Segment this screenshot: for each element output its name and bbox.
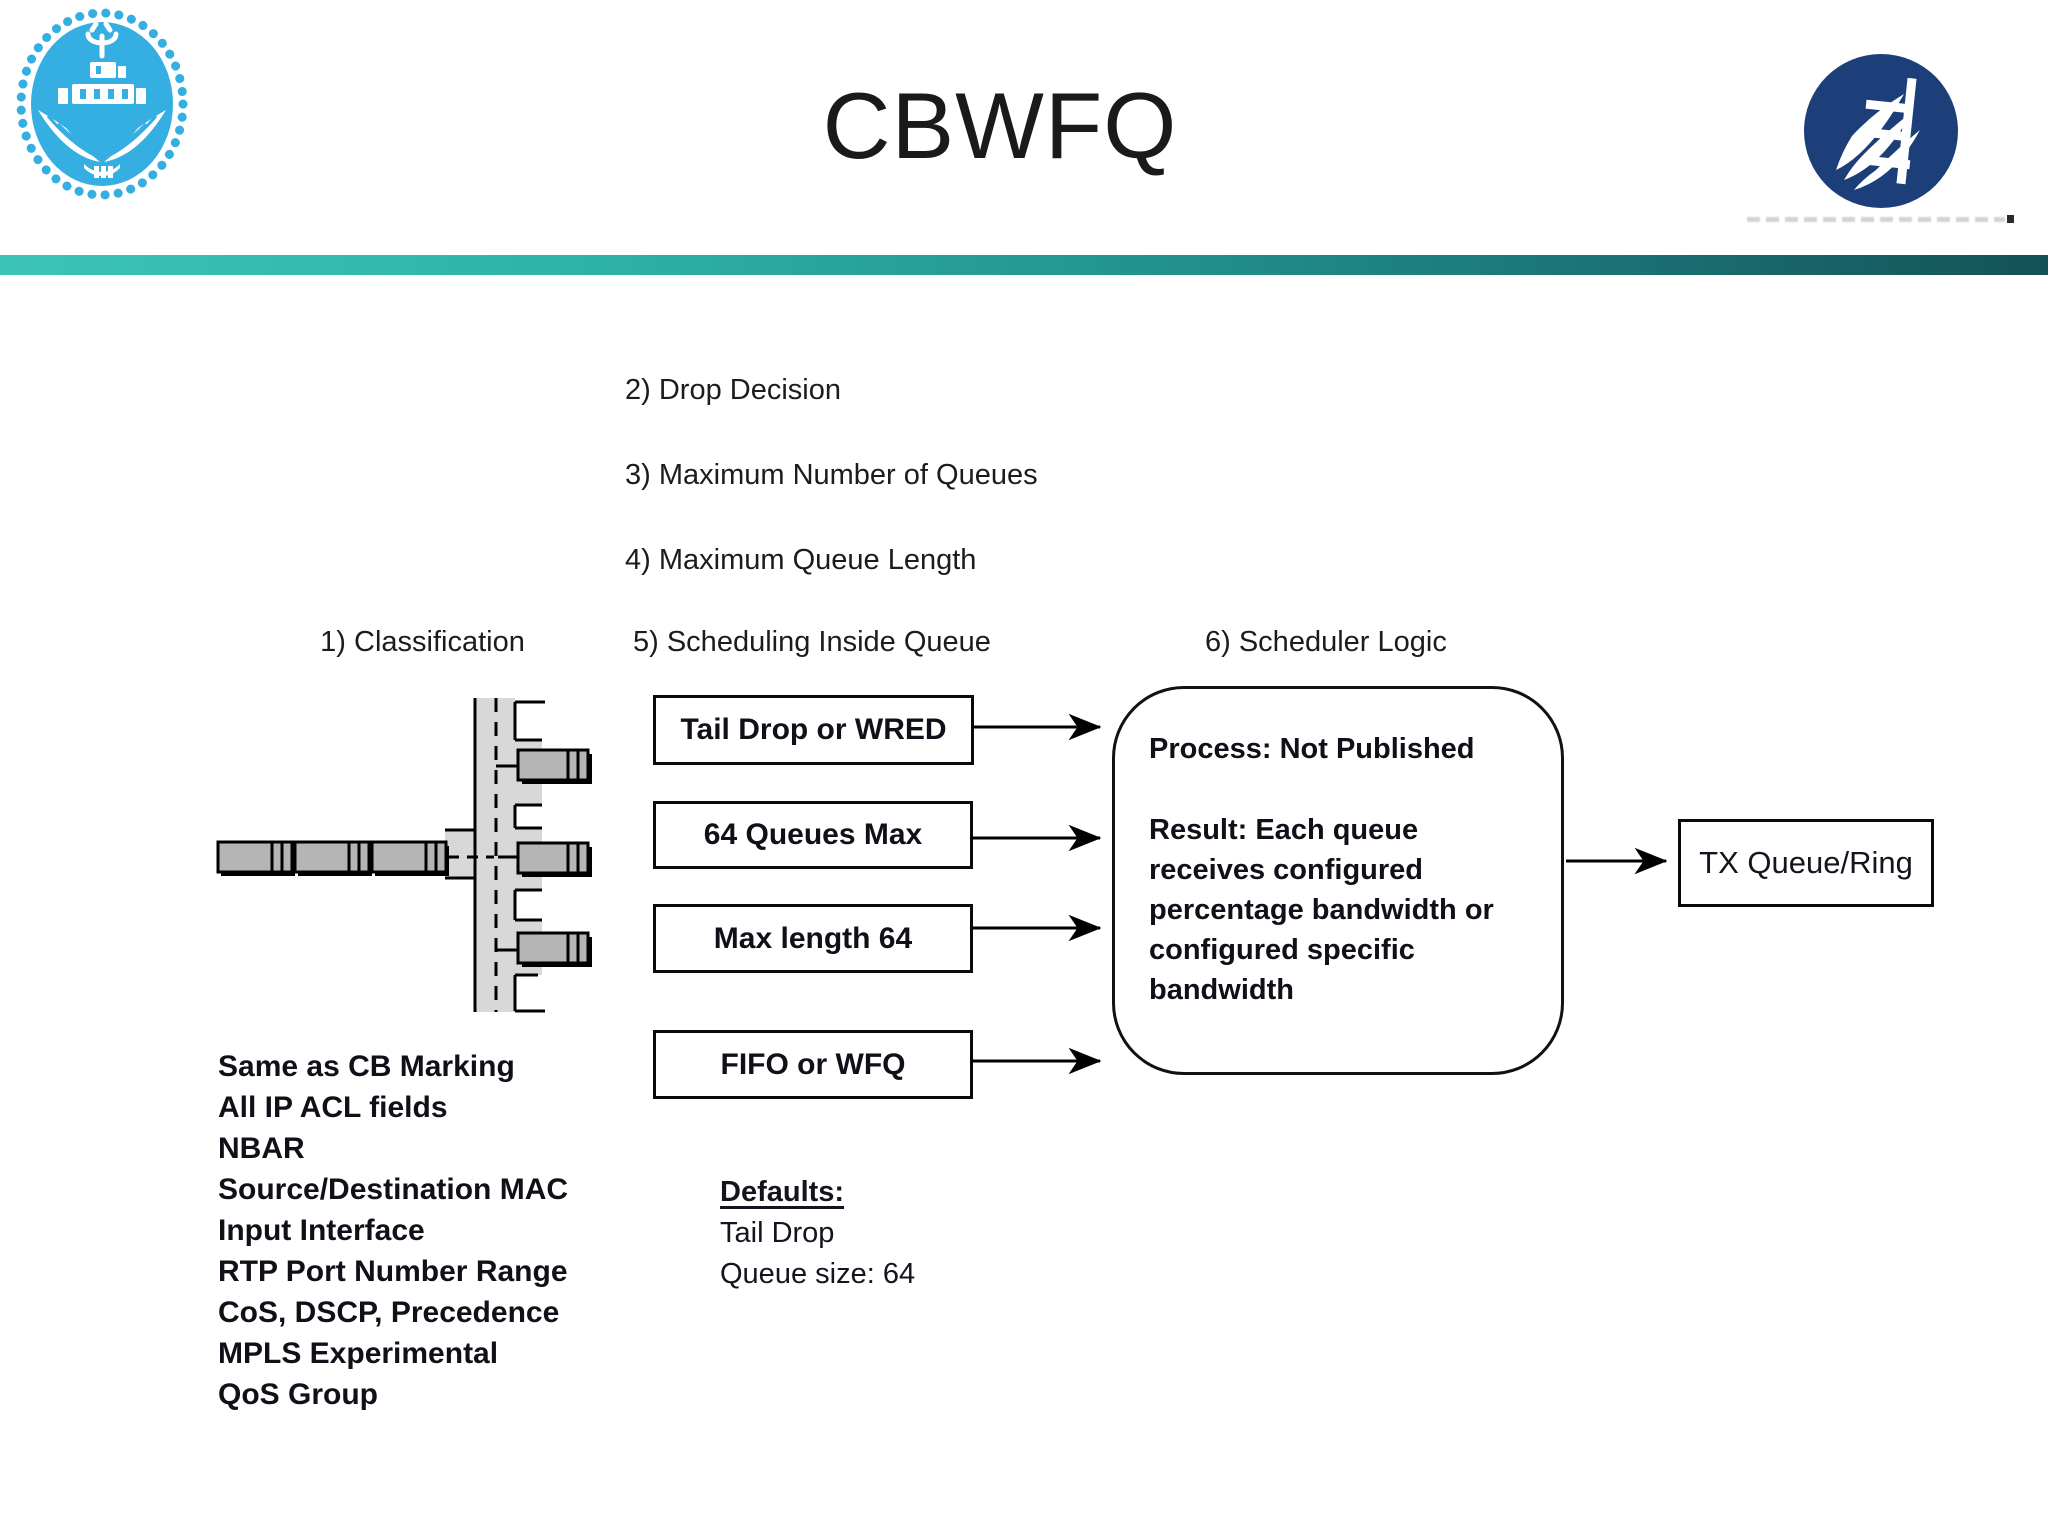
publisher-caption-dot <box>2007 215 2014 223</box>
criteria-item: Same as CB Marking <box>218 1050 515 1083</box>
defaults-block: Defaults: Tail Drop Queue size: 64 <box>720 1172 915 1295</box>
criteria-item: NBAR <box>218 1132 305 1165</box>
packet-queue-right <box>516 748 592 967</box>
scheduler-result-text: Result: Each queue receives configured p… <box>1149 814 1494 1006</box>
step-6-label: 6) Scheduler Logic <box>1205 626 1447 658</box>
drop-policy-box: Tail Drop or WRED <box>653 695 974 765</box>
classification-diagram <box>200 688 620 1038</box>
university-seal-icon <box>16 8 188 200</box>
publisher-caption-line <box>1747 217 2005 222</box>
criteria-item: All IP ACL fields <box>218 1091 448 1124</box>
publisher-logo-icon <box>1804 54 1958 208</box>
max-queues-box: 64 Queues Max <box>653 801 973 869</box>
tx-queue-box: TX Queue/Ring <box>1678 819 1934 907</box>
university-of-tehran-logo <box>14 6 190 202</box>
criteria-item: Source/Destination MAC <box>218 1173 569 1206</box>
page-title: CBWFQ <box>822 73 1178 178</box>
criteria-item: QoS Group <box>218 1378 378 1411</box>
defaults-line: Queue size: 64 <box>720 1258 916 1290</box>
classification-road-icon <box>216 698 592 1013</box>
scheduler-process-text: Process: Not Published <box>1149 733 1475 765</box>
criteria-item: CoS, DSCP, Precedence <box>218 1296 560 1329</box>
step-1-label: 1) Classification <box>320 626 525 658</box>
defaults-line: Tail Drop <box>720 1217 835 1249</box>
step-2-label: 2) Drop Decision <box>625 374 841 406</box>
classification-criteria-list: Same as CB Marking All IP ACL fields NBA… <box>218 1046 568 1415</box>
step-4-label: 4) Maximum Queue Length <box>625 544 977 576</box>
criteria-item: Input Interface <box>218 1214 425 1247</box>
accent-divider-bar <box>0 255 2048 275</box>
packet-queue-left <box>216 840 449 876</box>
max-length-box: Max length 64 <box>653 904 973 973</box>
step-3-label: 3) Maximum Number of Queues <box>625 459 1038 491</box>
step-5-label: 5) Scheduling Inside Queue <box>633 626 991 658</box>
defaults-heading: Defaults: <box>720 1176 845 1208</box>
inside-scheduling-box: FIFO or WFQ <box>653 1030 973 1099</box>
publisher-logo <box>1800 50 1962 212</box>
criteria-item: RTP Port Number Range <box>218 1255 568 1288</box>
criteria-item: MPLS Experimental <box>218 1337 499 1370</box>
scheduler-logic-box: Process: Not Published Result: Each queu… <box>1112 686 1564 1075</box>
